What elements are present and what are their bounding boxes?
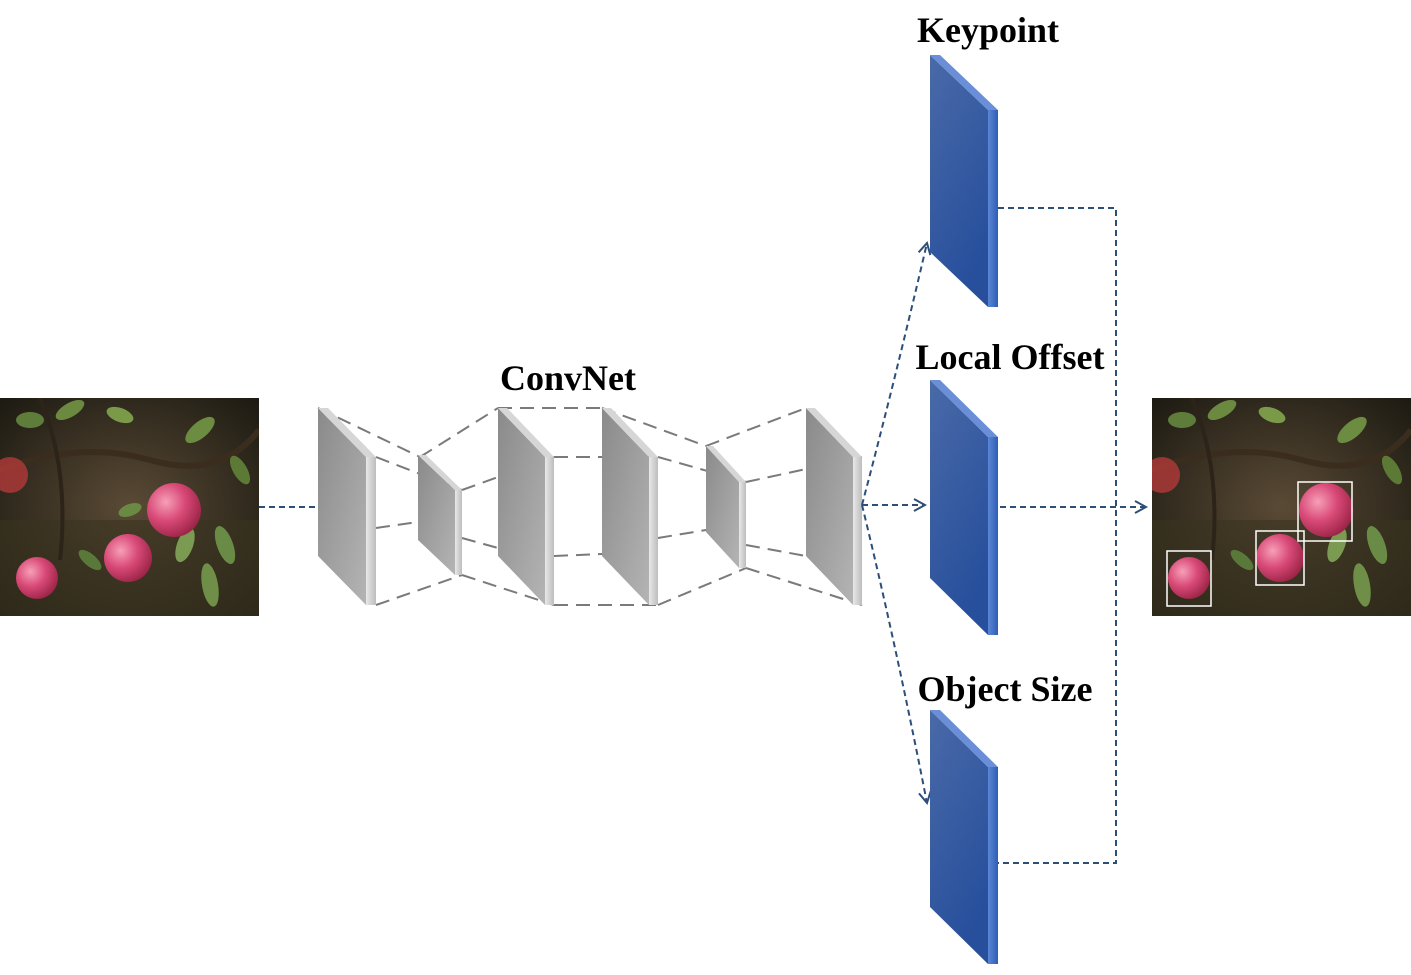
detection-box	[1297, 481, 1353, 542]
conv-layer-5	[706, 446, 746, 568]
head-local-offset	[930, 380, 998, 635]
head-object-size	[930, 710, 998, 964]
output-image	[1152, 398, 1411, 616]
conv-layer-4	[602, 408, 658, 605]
conv-layer-1	[318, 408, 376, 605]
local-offset-label: Local Offset	[916, 337, 1105, 377]
convnet	[317, 407, 863, 606]
convnet-label: ConvNet	[500, 358, 636, 398]
detection-box	[1166, 550, 1212, 607]
input-image	[0, 398, 259, 616]
detection-box	[1255, 530, 1305, 586]
conv-layer-3	[498, 408, 554, 605]
conv-layer-2	[418, 455, 462, 575]
head-keypoint	[930, 55, 998, 307]
head-arrows	[861, 243, 927, 803]
merge-lines	[998, 207, 1146, 864]
object-size-label: Object Size	[918, 669, 1093, 709]
conv-layer-6	[806, 408, 862, 605]
layer-connectors	[317, 407, 863, 606]
keypoint-label: Keypoint	[917, 10, 1059, 50]
